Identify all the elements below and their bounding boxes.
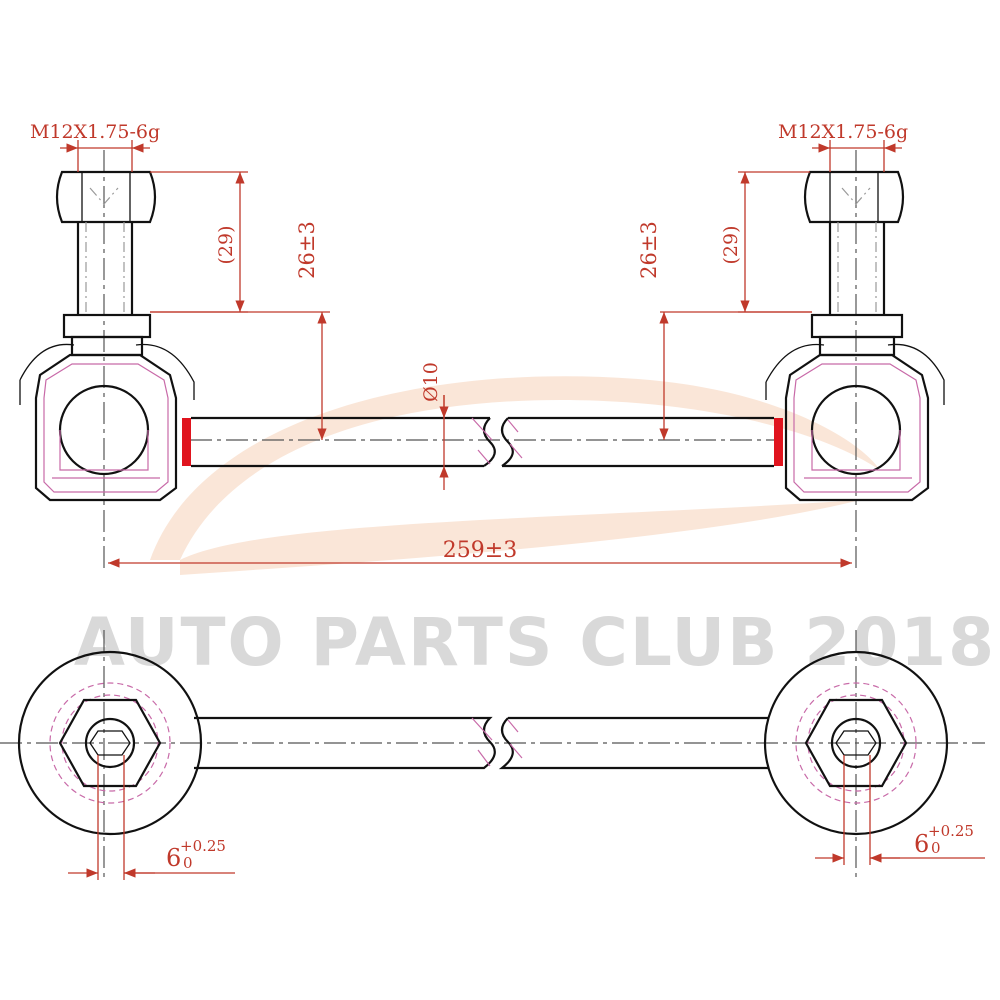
right-eye <box>763 650 949 836</box>
left-seal-highlight <box>182 418 191 466</box>
left-hex-nut <box>58 698 162 788</box>
right-seal-highlight <box>774 418 783 466</box>
left-ball-joint <box>19 170 195 502</box>
logo-swoosh <box>150 376 880 575</box>
watermark: AUTO PARTS CLUB 2018 <box>74 604 996 681</box>
left-hex-socket-icon <box>89 730 131 756</box>
left-eye <box>17 650 203 836</box>
right-thread-dimension: M12X1.75-6g <box>778 121 908 172</box>
side-view: M12X1.75-6g M12X1.75-6g (29) (29) <box>19 121 945 570</box>
left-thread-label: M12X1.75-6g <box>30 121 160 143</box>
right-hex-lower-tol: 0 <box>931 839 941 857</box>
top-view: 6 +0.25 0 6 +0.25 0 <box>0 630 985 880</box>
left-hex-base: 6 <box>166 844 181 872</box>
overall-length-dimension: 259±3 <box>108 538 852 568</box>
right-stud-length-label: (29) <box>720 225 742 264</box>
right-stud-length-dimension: (29) <box>720 171 812 313</box>
rod-diameter-label: Ø10 <box>420 362 442 402</box>
right-ball-joint <box>765 170 945 502</box>
left-hex-upper-tol: +0.25 <box>180 837 226 855</box>
right-hex-dimension: 6 +0.25 0 <box>815 755 985 865</box>
left-offset-dimension: 26±3 <box>150 221 330 440</box>
left-stud-length-label: (29) <box>215 225 237 264</box>
left-stud-length-dimension: (29) <box>150 171 248 313</box>
left-offset-label: 26±3 <box>295 221 319 279</box>
left-thread-dimension: M12X1.75-6g <box>30 121 160 172</box>
left-hex-dimension: 6 +0.25 0 <box>68 755 235 880</box>
overall-length-label: 259±3 <box>443 538 517 563</box>
right-hex-base: 6 <box>914 830 929 858</box>
rod-diameter-dimension: Ø10 <box>420 362 449 490</box>
left-hex-lower-tol: 0 <box>183 854 193 872</box>
right-hex-nut <box>804 698 908 788</box>
right-offset-label: 26±3 <box>637 221 661 279</box>
right-hex-upper-tol: +0.25 <box>928 822 974 840</box>
right-hex-socket-icon <box>835 730 877 756</box>
right-offset-dimension: 26±3 <box>637 221 812 440</box>
right-thread-label: M12X1.75-6g <box>778 121 908 143</box>
top-rod <box>194 716 768 770</box>
side-rod <box>191 416 774 468</box>
